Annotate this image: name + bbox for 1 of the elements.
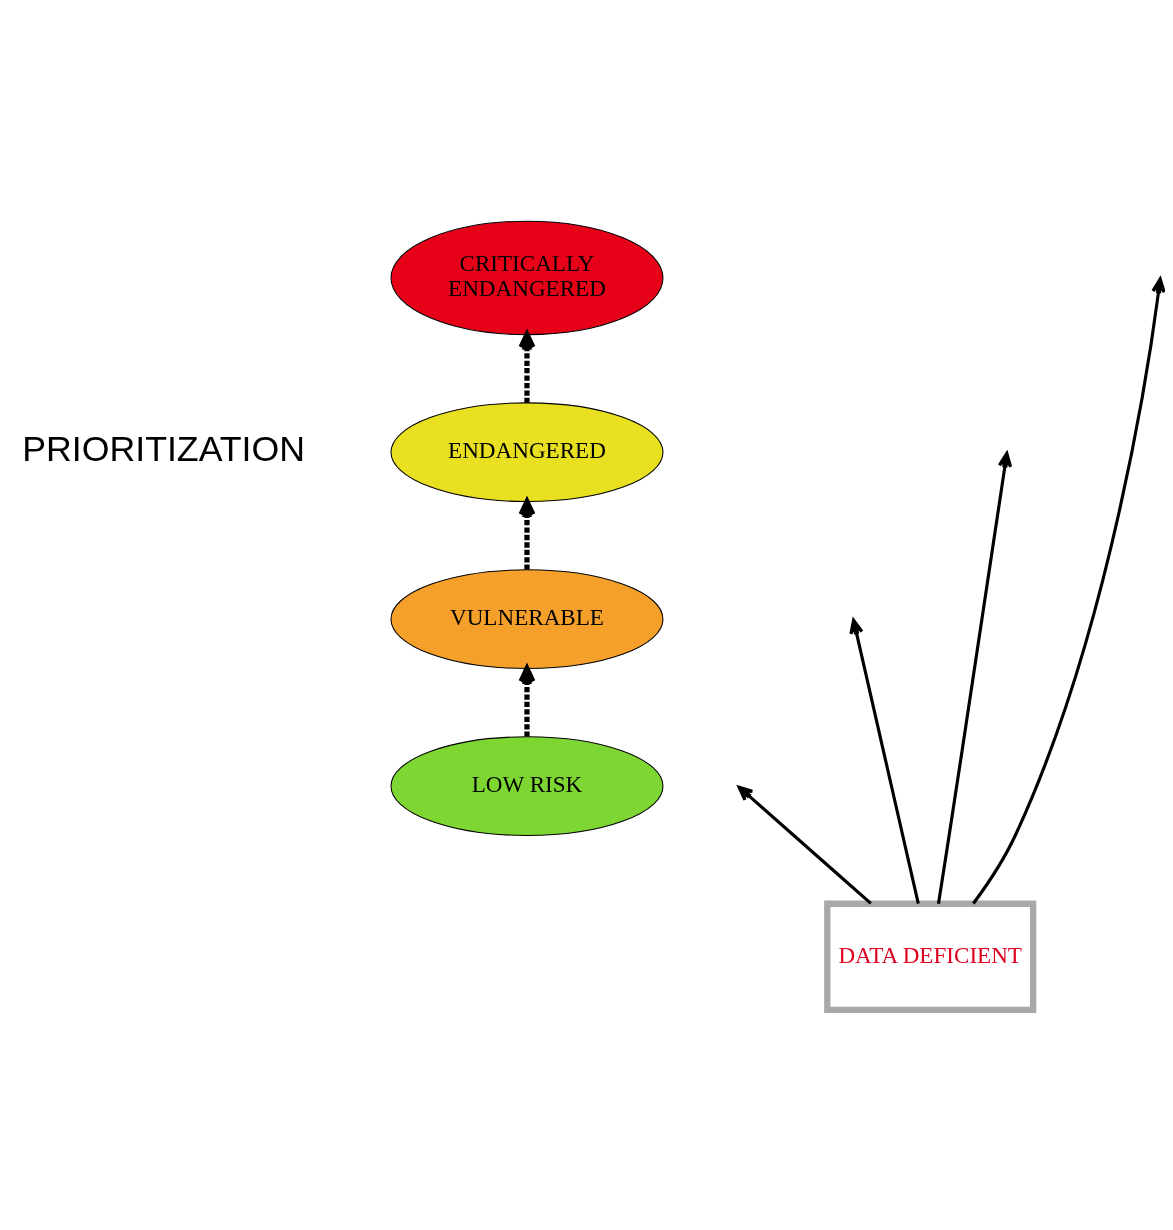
label: PRIORITIZATION bbox=[22, 428, 306, 469]
